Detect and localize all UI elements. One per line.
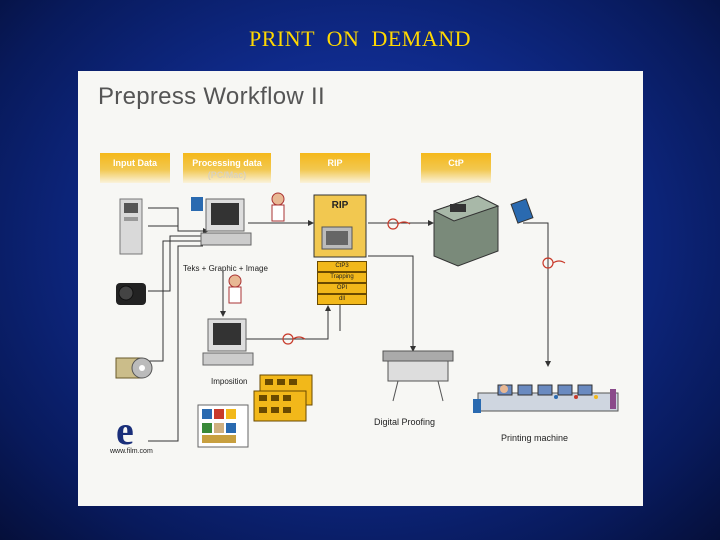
workflow-diagram-panel: Prepress Workflow II Input Data Processi…	[78, 71, 643, 506]
slide-title: PRINT ON DEMAND	[0, 26, 720, 52]
printing-machine-label: Printing machine	[501, 433, 568, 443]
